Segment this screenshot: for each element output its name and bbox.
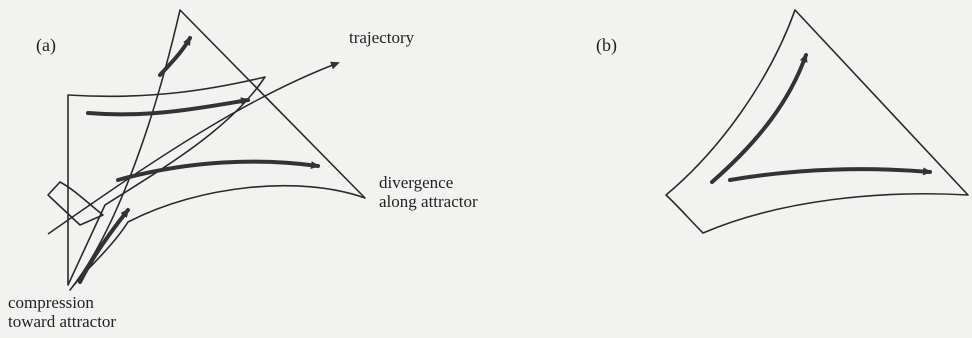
front-flap — [48, 182, 103, 225]
flow-arrow-b-lower — [730, 169, 930, 180]
attractor-sheet-a — [70, 10, 365, 290]
compression-label: compression toward attractor — [8, 293, 116, 331]
panel-b-label: (b) — [596, 36, 617, 55]
flow-arrow-lower — [80, 210, 128, 282]
trajectory-line — [48, 63, 338, 234]
flow-arrow-b-upper — [712, 55, 806, 182]
panel-a-label: (a) — [36, 36, 56, 55]
attractor-sheet-b — [666, 10, 968, 233]
compression-label-line2: toward attractor — [8, 312, 116, 331]
divergence-label-line1: divergence — [379, 173, 478, 192]
trajectory-label: trajectory — [349, 28, 414, 47]
flow-arrow-top — [160, 38, 190, 75]
divergence-label-line2: along attractor — [379, 192, 478, 211]
compression-label-line1: compression — [8, 293, 116, 312]
divergence-label: divergence along attractor — [379, 173, 478, 211]
flow-arrow-upper — [88, 100, 248, 114]
